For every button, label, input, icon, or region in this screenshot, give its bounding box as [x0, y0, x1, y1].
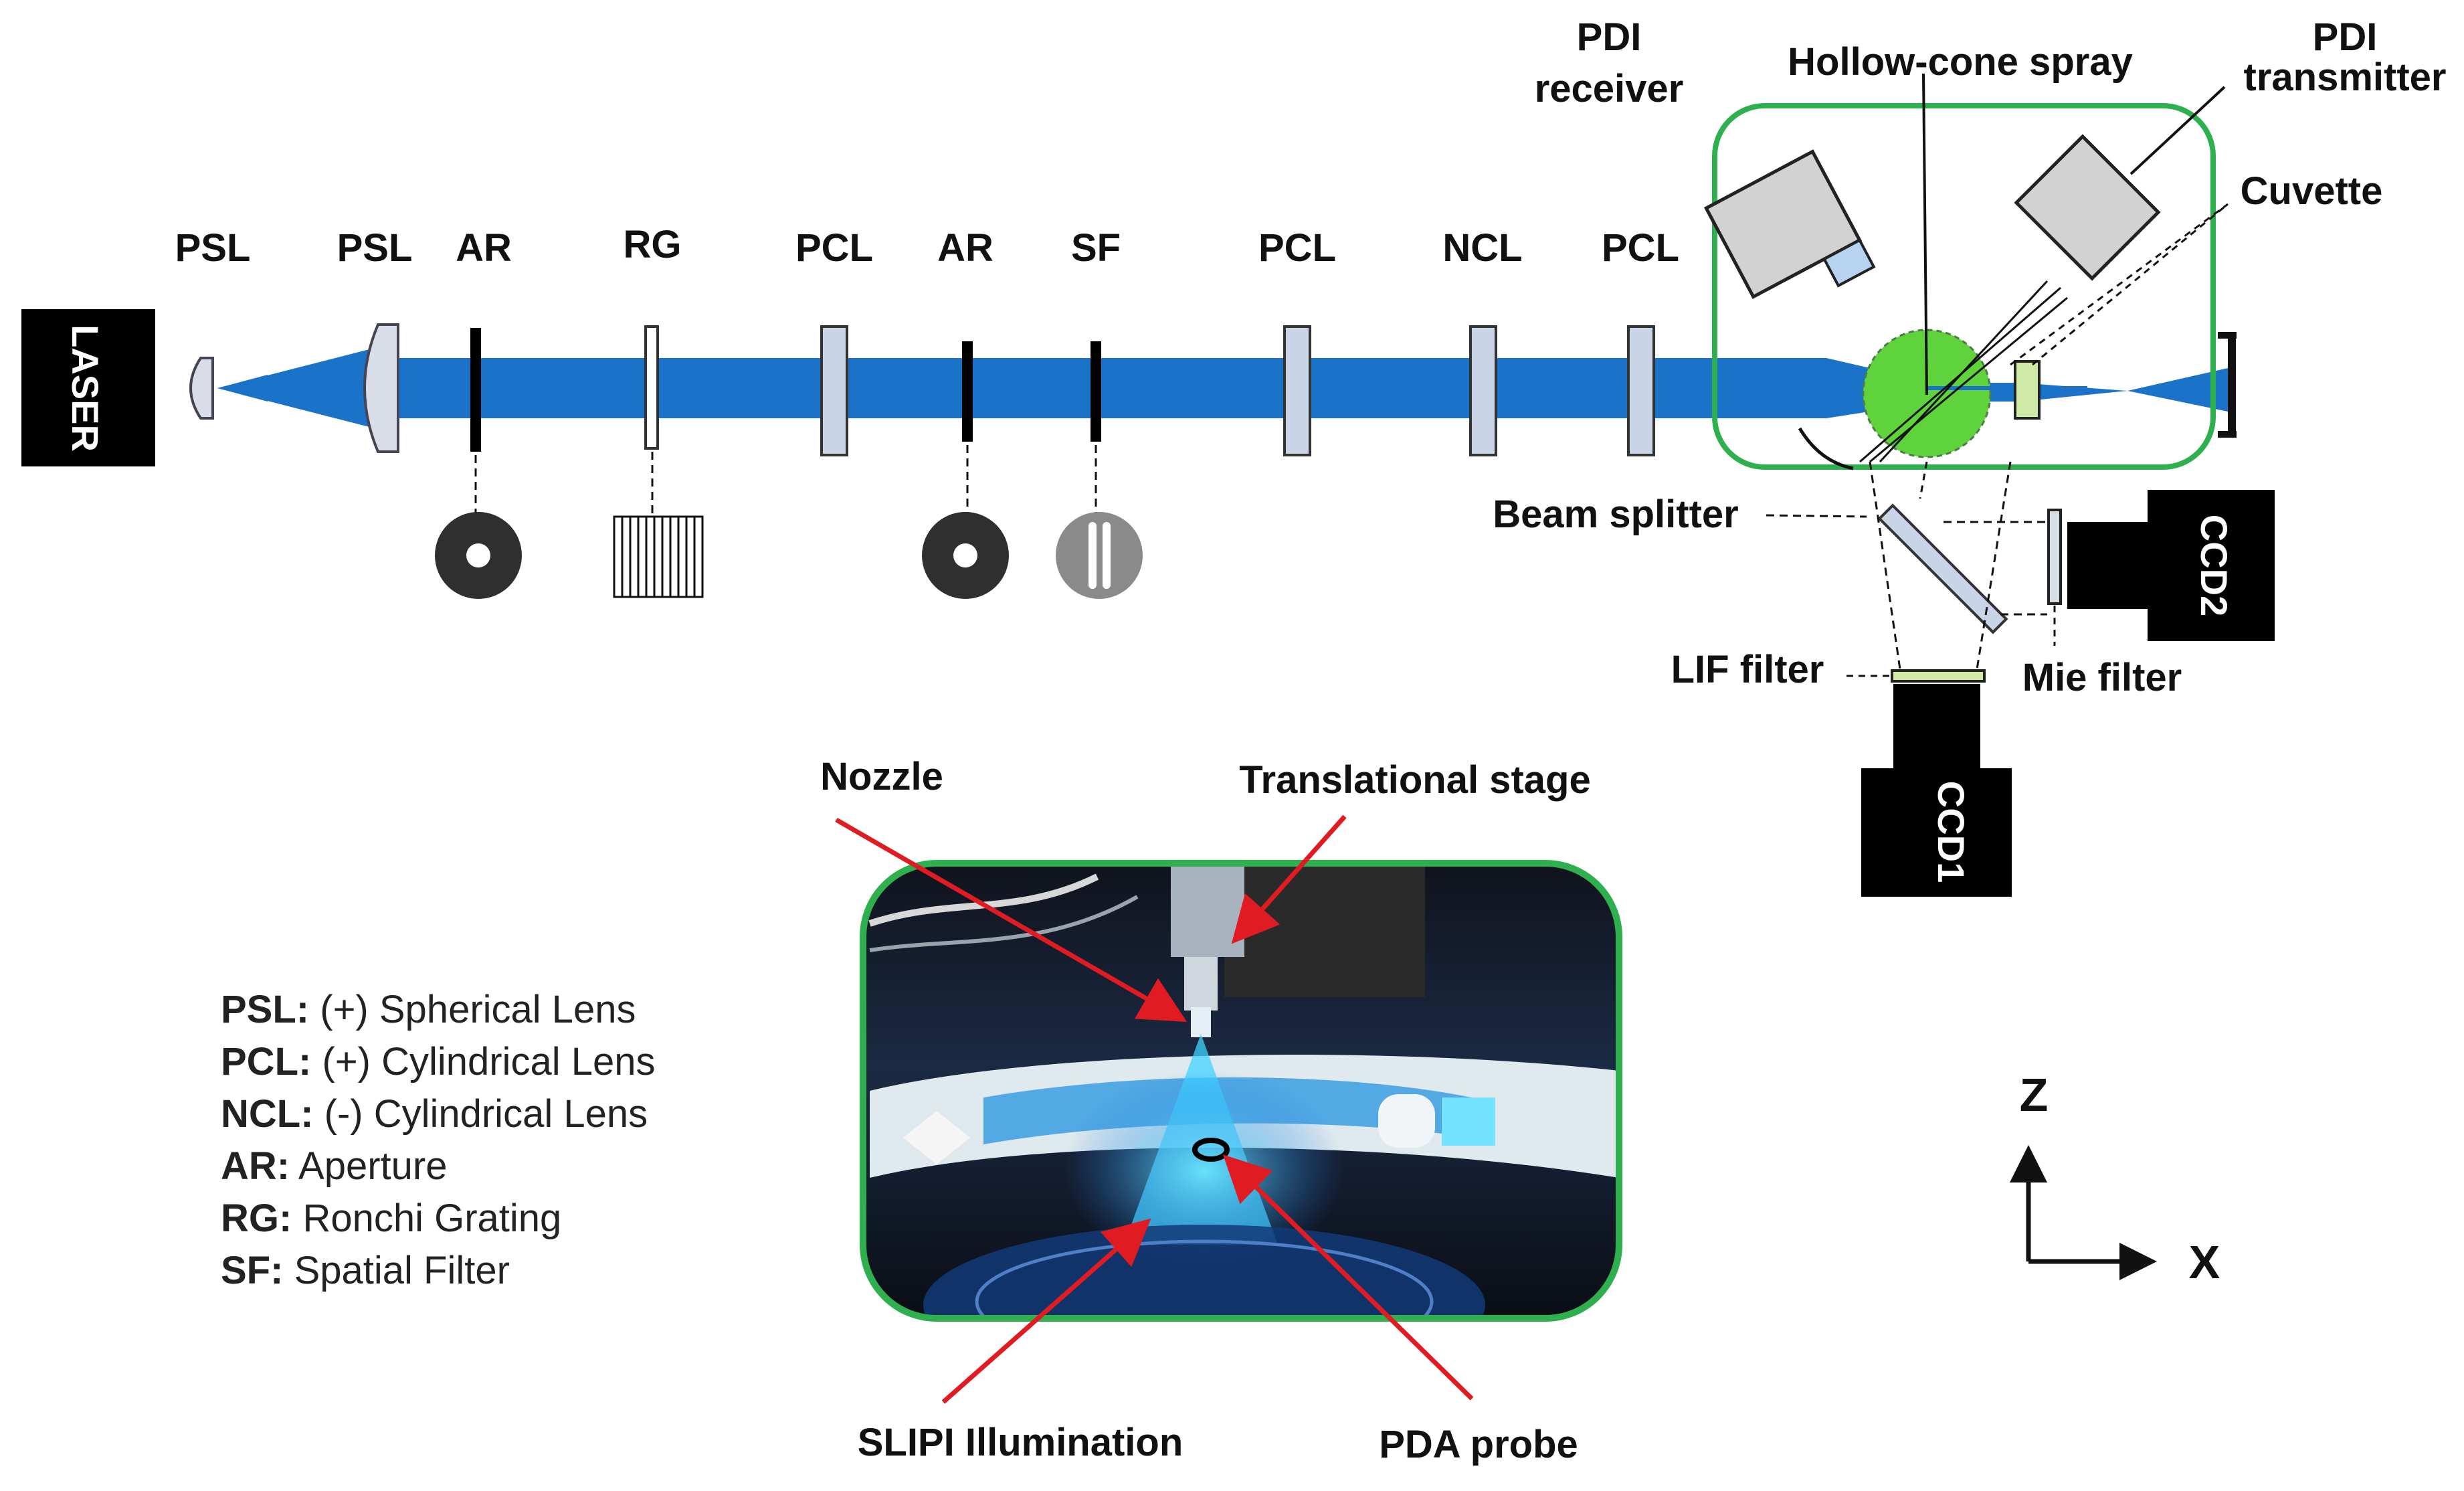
beam-diverging [2127, 368, 2228, 412]
pcl-3-label: PCL [1602, 226, 1679, 270]
legend-abbr: PCL: [221, 1040, 312, 1083]
ccd2-camera: CCD2 [2067, 490, 2275, 641]
legend-abbr: PSL: [221, 988, 310, 1031]
legend-item: PSL: (+) Spherical Lens [221, 984, 655, 1036]
pdi-transmitter-label-1: PDI [2313, 15, 2378, 59]
pcl-2-lens [1283, 325, 1311, 456]
ccd2-label: CCD2 [2193, 515, 2235, 616]
slipi-arrow [941, 1218, 1151, 1404]
legend-text: (-) Cylindrical Lens [324, 1092, 648, 1136]
ar-1-label: AR [456, 226, 512, 270]
x-axis-label: X [2189, 1236, 2220, 1288]
ar-2-label: AR [937, 226, 993, 270]
pcl-1-lens [820, 325, 848, 456]
measurement-enclosure [1703, 73, 2216, 470]
legend-text: Spatial Filter [294, 1249, 510, 1292]
translational-stage-label: Translational stage [1239, 758, 1590, 802]
psl-2-label: PSL [337, 226, 413, 270]
laser-label: LASER [64, 325, 106, 452]
slipi-illumination-label: SLIPI Illumination [858, 1421, 1183, 1464]
lif-filter [1891, 669, 1986, 683]
legend-abbr: SF: [221, 1249, 284, 1292]
legend-text: Aperture [298, 1144, 448, 1188]
optics-labels: PSL PSL AR RG PCL AR SF PCL NCL PCL [175, 223, 1679, 270]
photo-labels: Nozzle Translational stage SLIPI Illumin… [820, 755, 1591, 1466]
legend-item: RG: Ronchi Grating [221, 1193, 655, 1245]
pda-probe-arrow [1223, 1154, 1474, 1401]
photo-frame [860, 860, 1622, 1322]
pcl-2-label: PCL [1258, 226, 1336, 270]
ccd1-camera: CCD1 [1861, 684, 2012, 897]
pda-probe-label: PDA probe [1379, 1423, 1578, 1466]
ronchi-grating-icon [613, 515, 704, 598]
beam-splitter [1877, 503, 2008, 634]
legend-item: PCL: (+) Cylindrical Lens [221, 1036, 655, 1088]
legend-text: Ronchi Grating [302, 1197, 562, 1240]
psl-1-lens [189, 357, 214, 420]
cuvette-label: Cuvette [2241, 169, 2383, 213]
legend-text: (+) Spherical Lens [320, 988, 636, 1031]
ncl-label: NCL [1442, 226, 1522, 270]
pdi-receiver [1703, 149, 1876, 299]
ar-2-aperture [962, 341, 973, 442]
legend-abbr: AR: [221, 1144, 290, 1188]
pdi-receiver-label-2: receiver [1535, 67, 1684, 110]
pdi-receiver-label-1: PDI [1577, 15, 1642, 59]
spatial-filter-icon [1056, 512, 1143, 599]
stage-arrow [1231, 814, 1347, 944]
laser-box [21, 309, 155, 466]
nozzle-arrow [835, 817, 1188, 1022]
legend-item: SF: Spatial Filter [221, 1245, 655, 1297]
pcl-1-label: PCL [795, 226, 873, 270]
hollow-cone-spray-label: Hollow-cone spray [1788, 40, 2133, 84]
ar-1-aperture [470, 328, 481, 452]
detection-optics: CCD2 CCD1 [1766, 461, 2275, 897]
mie-filter-label: Mie filter [2022, 656, 2182, 699]
rg-label: RG [624, 223, 682, 266]
beam-splitter-label: Beam splitter [1493, 493, 1738, 536]
ccd1-label: CCD1 [1930, 781, 1972, 883]
pdi-transmitter [2014, 134, 2161, 281]
enclosure-border [1712, 103, 2216, 470]
abbreviation-legend: PSL: (+) Spherical Lens PCL: (+) Cylindr… [221, 984, 655, 1297]
pdi-transmitter-label-2: transmitter [2244, 56, 2447, 99]
legend-abbr: RG: [221, 1197, 292, 1240]
coordinate-axes: Z X [2010, 1069, 2220, 1288]
z-axis-label: Z [2020, 1069, 2049, 1121]
nozzle-label: Nozzle [820, 755, 943, 798]
pda-probe-marker [1192, 1138, 1230, 1162]
beam-dump [2228, 335, 2236, 435]
legend-abbr: NCL: [221, 1092, 314, 1136]
experimental-photo [860, 860, 1622, 1322]
rg-grating [644, 325, 659, 450]
laser-source: LASER [21, 309, 155, 466]
psl-1-label: PSL [175, 226, 251, 270]
psl-2-lens [363, 323, 399, 453]
translational-stage-block [1224, 863, 1425, 997]
nozzle-tip [1191, 1007, 1211, 1037]
photo-pointers [835, 814, 1474, 1404]
mie-filter [2047, 509, 2062, 605]
legend-item: AR: Aperture [221, 1140, 655, 1193]
sf-label: SF [1071, 226, 1121, 270]
beam-expanding [194, 348, 375, 428]
sf-filter [1091, 341, 1101, 442]
legend-text: (+) Cylindrical Lens [322, 1040, 656, 1083]
component-insets [435, 445, 1143, 599]
lif-filter-label: LIF filter [1671, 648, 1824, 691]
measurement-labels: PDI receiver Hollow-cone spray PDI trans… [1493, 15, 2446, 699]
measurement-leaders [1919, 86, 2229, 499]
legend-item: NCL: (-) Cylindrical Lens [221, 1088, 655, 1140]
ncl-lens [1469, 325, 1497, 456]
optics-row [189, 323, 1655, 456]
cuvette [2014, 360, 2041, 420]
pcl-3-lens [1627, 325, 1655, 456]
